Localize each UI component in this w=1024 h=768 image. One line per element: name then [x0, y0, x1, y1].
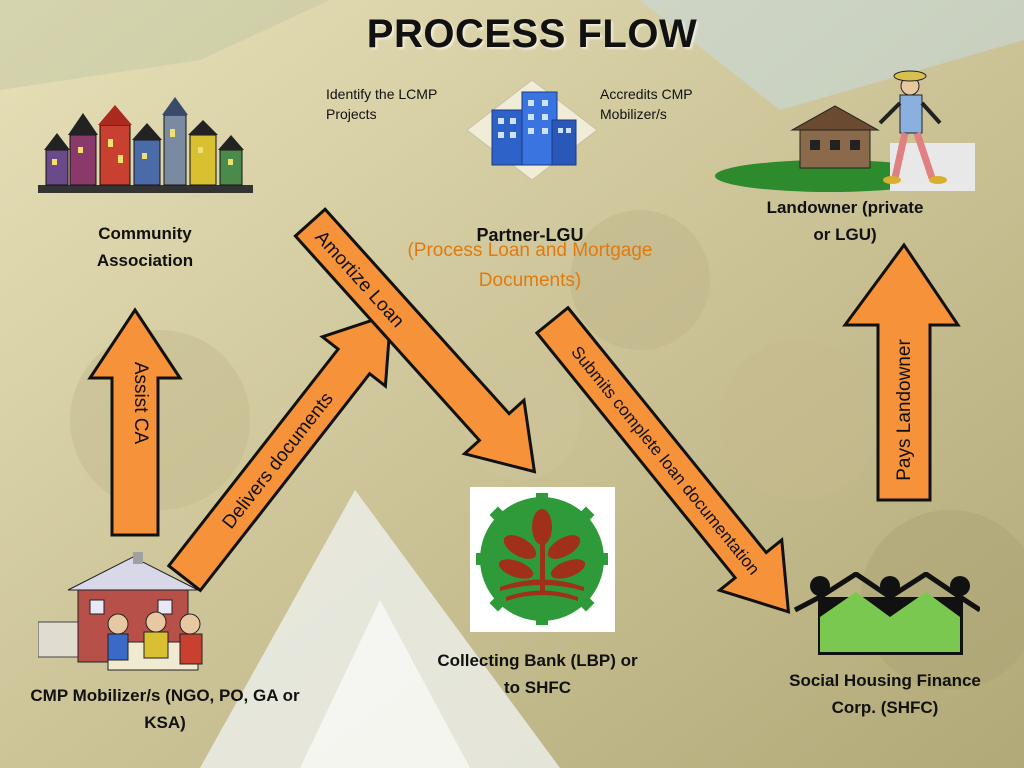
collecting-bank-label: Collecting Bank (LBP) or to SHFC — [437, 651, 638, 697]
community-association-label: Community Association — [96, 224, 194, 270]
submits-documentation-text: Submits complete loan documentation — [567, 343, 763, 579]
town-icon — [38, 97, 253, 193]
shfc-label: Social Housing Finance Corp. (SHFC) — [789, 671, 981, 717]
assist-ca-arrow: Assist CA — [87, 307, 183, 537]
identify-note: Identify the LCMP Projects — [326, 86, 438, 122]
pays-landowner-arrow: Pays Landowner — [842, 242, 961, 502]
cmp-mobilizer-label: CMP Mobilizer/s (NGO, PO, GA or KSA) — [30, 686, 300, 732]
submits-documentation-arrow: Submits complete loan documentation — [534, 305, 791, 614]
delivers-documents-arrow: Delivers documents — [166, 312, 393, 593]
building-icon — [466, 80, 598, 180]
bank-logo-icon — [470, 487, 615, 632]
amortize-loan-text: Amortize Loan — [311, 227, 409, 332]
assist-ca-text: Assist CA — [130, 362, 151, 445]
partner-lgu-subtitle: (Process Loan and Mortgage Documents) — [407, 240, 653, 291]
shfc-logo-icon — [793, 572, 980, 655]
mobilizer-icon — [38, 552, 203, 671]
landowner-label: Landowner (private or LGU) — [766, 198, 924, 244]
pays-landowner-text: Pays Landowner — [894, 339, 915, 481]
accredits-note: Accredits CMP Mobilizer/s — [600, 86, 693, 122]
page-title: PROCESS FLOW — [366, 12, 698, 56]
landowner-icon — [715, 70, 975, 192]
amortize-loan-arrow: Amortize Loan — [293, 207, 537, 474]
delivers-documents-text: Delivers documents — [218, 389, 337, 533]
partner-lgu-label: Partner-LGU — [476, 225, 584, 245]
